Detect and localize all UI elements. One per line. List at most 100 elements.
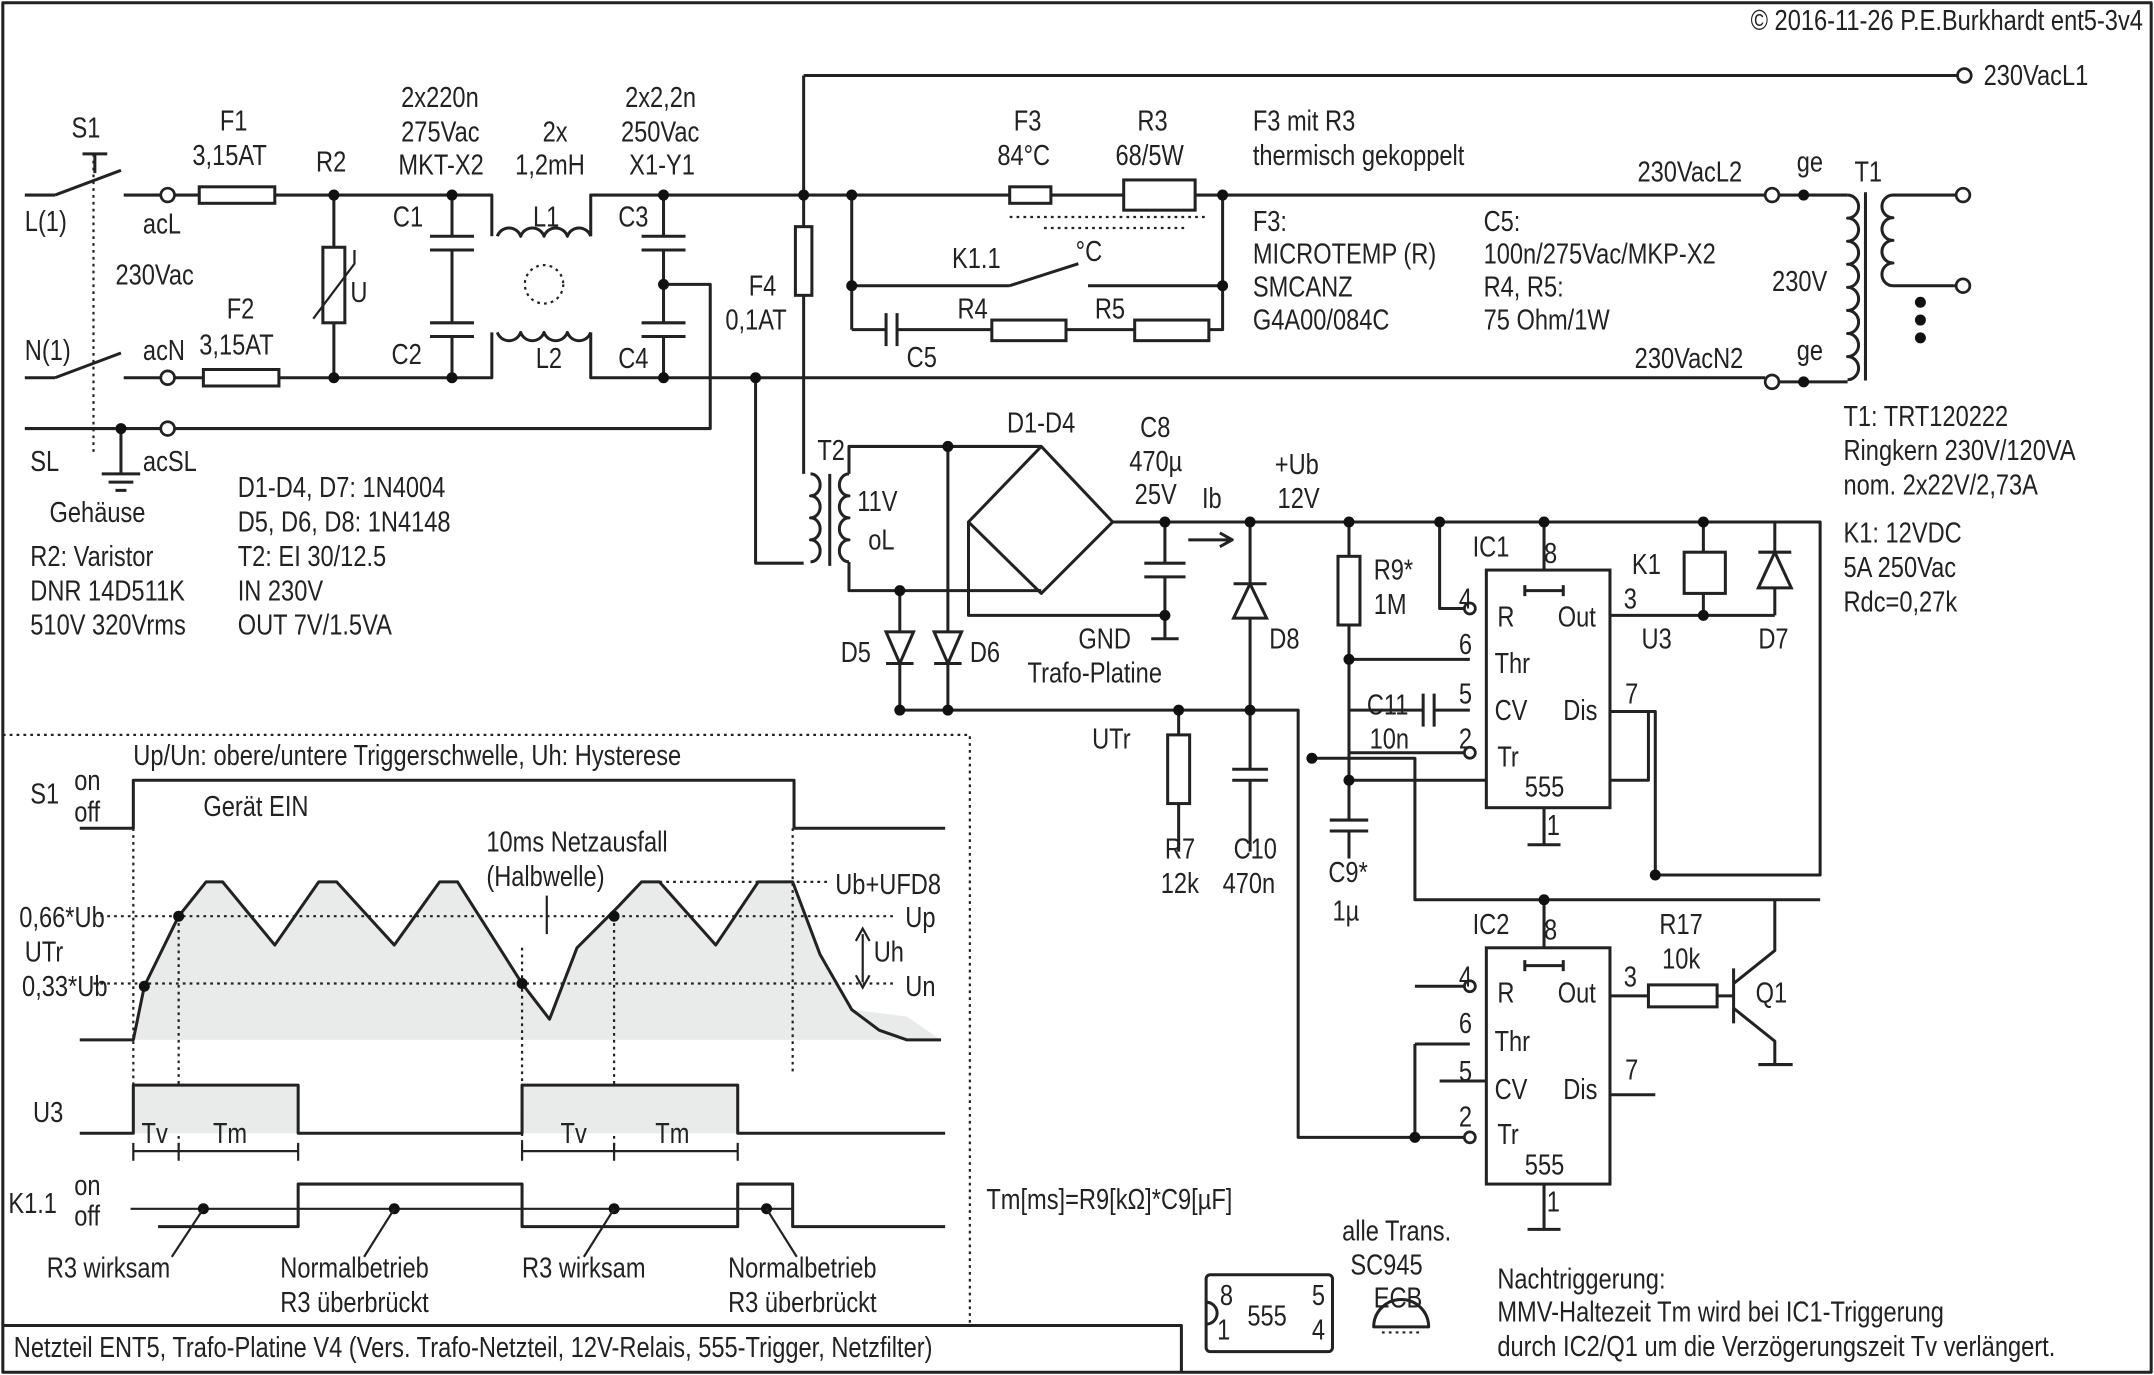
label-r7-val: 12k xyxy=(1161,867,1200,900)
label-k11: K1.1 xyxy=(952,242,1001,275)
label-td-k11: K1.1 xyxy=(8,1187,57,1220)
label-ic1-p2: 2 xyxy=(1459,722,1472,755)
label-r9: R9* xyxy=(1374,553,1413,586)
label-pkg-8: 8 xyxy=(1220,1279,1233,1312)
label-ic1-555: 555 xyxy=(1525,770,1564,803)
label-c10: C10 xyxy=(1234,832,1277,865)
label-t1-n2: Ringkern 230V/120VA xyxy=(1843,434,2076,467)
label-c9: C9* xyxy=(1328,856,1367,889)
label-r2-n2: DNR 14D511K xyxy=(30,574,185,607)
label-td-utr: UTr xyxy=(25,935,64,968)
label-t1-n3: nom. 2x22V/2,73A xyxy=(1843,468,2038,501)
label-f4-val: 0,1AT xyxy=(725,303,786,336)
label-td-r3w1: R3 wirksam xyxy=(47,1251,170,1284)
low-voltage-wiring xyxy=(809,440,1822,1231)
label-footer: Netzteil ENT5, Trafo-Platine V4 (Vers. T… xyxy=(14,1331,933,1364)
label-ic2-p3: 3 xyxy=(1624,960,1637,993)
label-deg-c: °C xyxy=(1076,235,1103,268)
label-td-nb1: Normalbetrieb xyxy=(280,1251,428,1284)
label-ic1-cv: CV xyxy=(1495,694,1528,727)
label-td-off2: off xyxy=(74,1199,100,1232)
label-trans2: SC945 xyxy=(1350,1248,1422,1281)
label-td-tv2: Tv xyxy=(561,1117,588,1150)
label-acn: acN xyxy=(143,334,185,367)
label-trans1: alle Trans. xyxy=(1342,1214,1451,1247)
label-ub: +Ub xyxy=(1275,448,1319,481)
label-td-r3u1: R3 überbrückt xyxy=(280,1286,429,1319)
label-ic1-tr: Tr xyxy=(1497,740,1519,773)
label-td-up: Up xyxy=(905,901,935,934)
label-ic2-dis: Dis xyxy=(1563,1073,1597,1106)
label-c5-n3: R4, R5: xyxy=(1484,270,1564,303)
label-gehaeuse: Gehäuse xyxy=(50,496,146,529)
label-c34-b: 250Vac xyxy=(621,115,699,148)
label-r9-val: 1M xyxy=(1374,588,1407,621)
label-f2-val: 3,15AT xyxy=(199,328,273,361)
label-gnd: GND xyxy=(1078,622,1131,655)
label-r7: R7 xyxy=(1165,832,1195,865)
label-ic2-p5: 5 xyxy=(1459,1055,1472,1088)
label-td-r3u2: R3 überbrückt xyxy=(728,1286,877,1319)
label-c3: C3 xyxy=(618,200,648,233)
label-l1-out: 230VacL1 xyxy=(1984,59,2089,92)
label-pkg-1: 1 xyxy=(1217,1313,1230,1346)
label-sl: SL xyxy=(30,445,59,478)
label-td-header: Up/Un: obere/untere Triggerschwelle, Uh:… xyxy=(133,739,681,772)
label-ic2-tr: Tr xyxy=(1497,1118,1519,1151)
label-d-n2: D5, D6, D8: 1N4148 xyxy=(238,505,451,538)
label-ic2-555: 555 xyxy=(1525,1148,1564,1181)
label-t1: T1 xyxy=(1854,155,1882,188)
label-r17-val: 10k xyxy=(1662,942,1701,975)
label-c8-a: 470µ xyxy=(1129,445,1182,478)
label-c5-n2: 100n/275Vac/MKP-X2 xyxy=(1484,237,1716,270)
label-t1-v: 230V xyxy=(1772,265,1828,298)
label-ic1-dis: Dis xyxy=(1563,694,1597,727)
label-td-on1: on xyxy=(74,764,100,797)
label-td-un: Un xyxy=(905,970,935,1003)
label-ic1-thr: Thr xyxy=(1495,647,1531,680)
label-td-tm1: Tm xyxy=(213,1117,247,1150)
label-f3-n4: G4A00/084C xyxy=(1253,303,1390,336)
label-td-u3: U3 xyxy=(33,1096,63,1129)
label-r3: R3 xyxy=(1137,104,1167,137)
label-ic2-cv: CV xyxy=(1495,1073,1528,1106)
label-note3: durch IC2/Q1 um die Verzögerungszeit Tv … xyxy=(1497,1330,2055,1363)
label-ic1-p8: 8 xyxy=(1544,537,1557,570)
label-c5-n4: 75 Ohm/1W xyxy=(1484,303,1610,336)
label-td-off1: off xyxy=(74,795,100,828)
label-td-netz2: (Halbwelle) xyxy=(486,860,604,893)
label-t2-ol: oL xyxy=(868,523,894,556)
label-k1-n3: Rdc=0,27k xyxy=(1843,585,1957,618)
label-c5-n1: C5: xyxy=(1484,205,1521,238)
label-trans3: ECB xyxy=(1374,1281,1423,1314)
label-ge2: ge xyxy=(1797,334,1823,367)
label-f1: F1 xyxy=(220,104,248,137)
label-td-033: 0,33*Ub xyxy=(22,970,107,1003)
label-q1: Q1 xyxy=(1756,977,1788,1010)
label-l1: L1 xyxy=(533,200,559,233)
label-td-geraet: Gerät EIN xyxy=(203,790,308,823)
label-c4: C4 xyxy=(618,342,648,375)
label-d-n4: IN 230V xyxy=(238,574,324,607)
label-td-on2: on xyxy=(74,1169,100,1202)
label-acsl: acSL xyxy=(143,445,197,478)
label-ic2-p1: 1 xyxy=(1547,1185,1560,1218)
label-ic1-out: Out xyxy=(1558,600,1597,633)
label-td-tv1: Tv xyxy=(142,1117,169,1150)
label-d-n3: T2: EI 30/12.5 xyxy=(238,540,386,573)
label-c1: C1 xyxy=(393,200,423,233)
label-td-r3w2: R3 wirksam xyxy=(522,1251,645,1284)
label-l-in: L(1) xyxy=(25,205,67,238)
label-td-066: 0,66*Ub xyxy=(19,901,104,934)
label-d5: D5 xyxy=(841,636,871,669)
label-d7: D7 xyxy=(1758,622,1788,655)
label-r2-n1: R2: Varistor xyxy=(30,540,153,573)
label-ic2-p7: 7 xyxy=(1625,1053,1638,1086)
label-td-ubufd: Ub+UFD8 xyxy=(835,868,941,901)
label-k1: K1 xyxy=(1632,548,1661,581)
label-f3-n1: F3: xyxy=(1253,205,1287,238)
label-k1-n2: 5A 250Vac xyxy=(1843,551,1956,584)
label-u: U xyxy=(350,276,367,309)
label-ic2-p4: 4 xyxy=(1459,960,1472,993)
